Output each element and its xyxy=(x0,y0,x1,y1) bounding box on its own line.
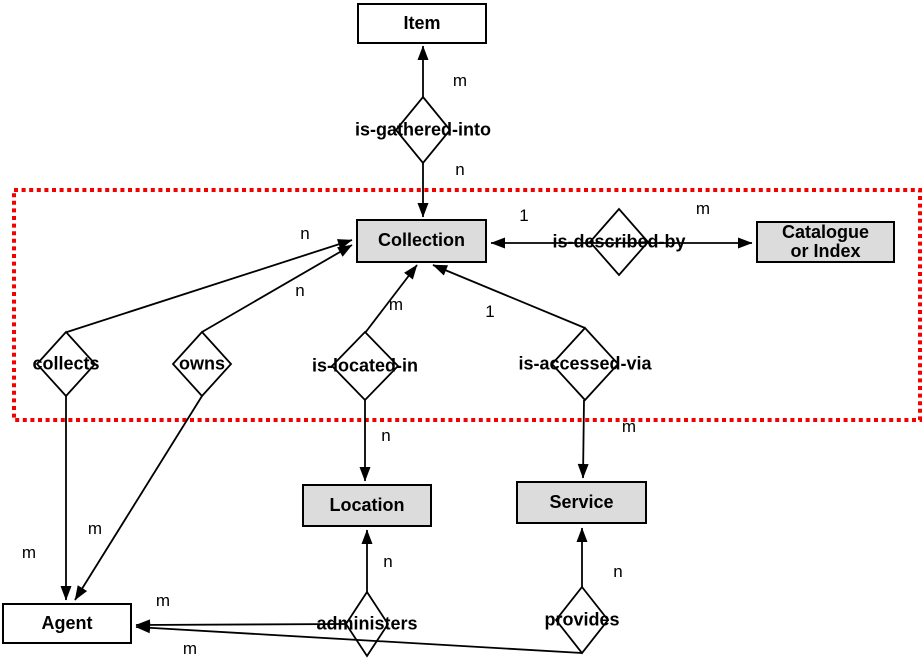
relationship-administers-diamond xyxy=(344,590,390,658)
relationship-owns-diamond xyxy=(171,330,233,398)
relationship-is-accessed-via-diamond xyxy=(550,326,620,402)
red-dotted-boundary xyxy=(12,188,922,422)
edge-collects-to-collection xyxy=(66,239,353,333)
edge-located-to-collection xyxy=(364,264,418,334)
edge-accessed-to-service xyxy=(577,399,589,479)
relationship-is-located-in-diamond xyxy=(330,330,400,402)
relationship-is-gathered-into-diamond xyxy=(394,95,452,165)
relationship-is-described-by-diamond xyxy=(588,207,650,277)
edge-provides-to-agent xyxy=(135,622,583,654)
edge-owns-to-agent xyxy=(74,395,203,601)
relationship-provides-diamond xyxy=(554,585,610,655)
edge-administers-to-agent xyxy=(135,619,347,631)
relationship-collects-diamond xyxy=(35,330,97,398)
edge-accessed-to-collection xyxy=(432,264,586,329)
edge-owns-to-collection xyxy=(201,244,353,333)
